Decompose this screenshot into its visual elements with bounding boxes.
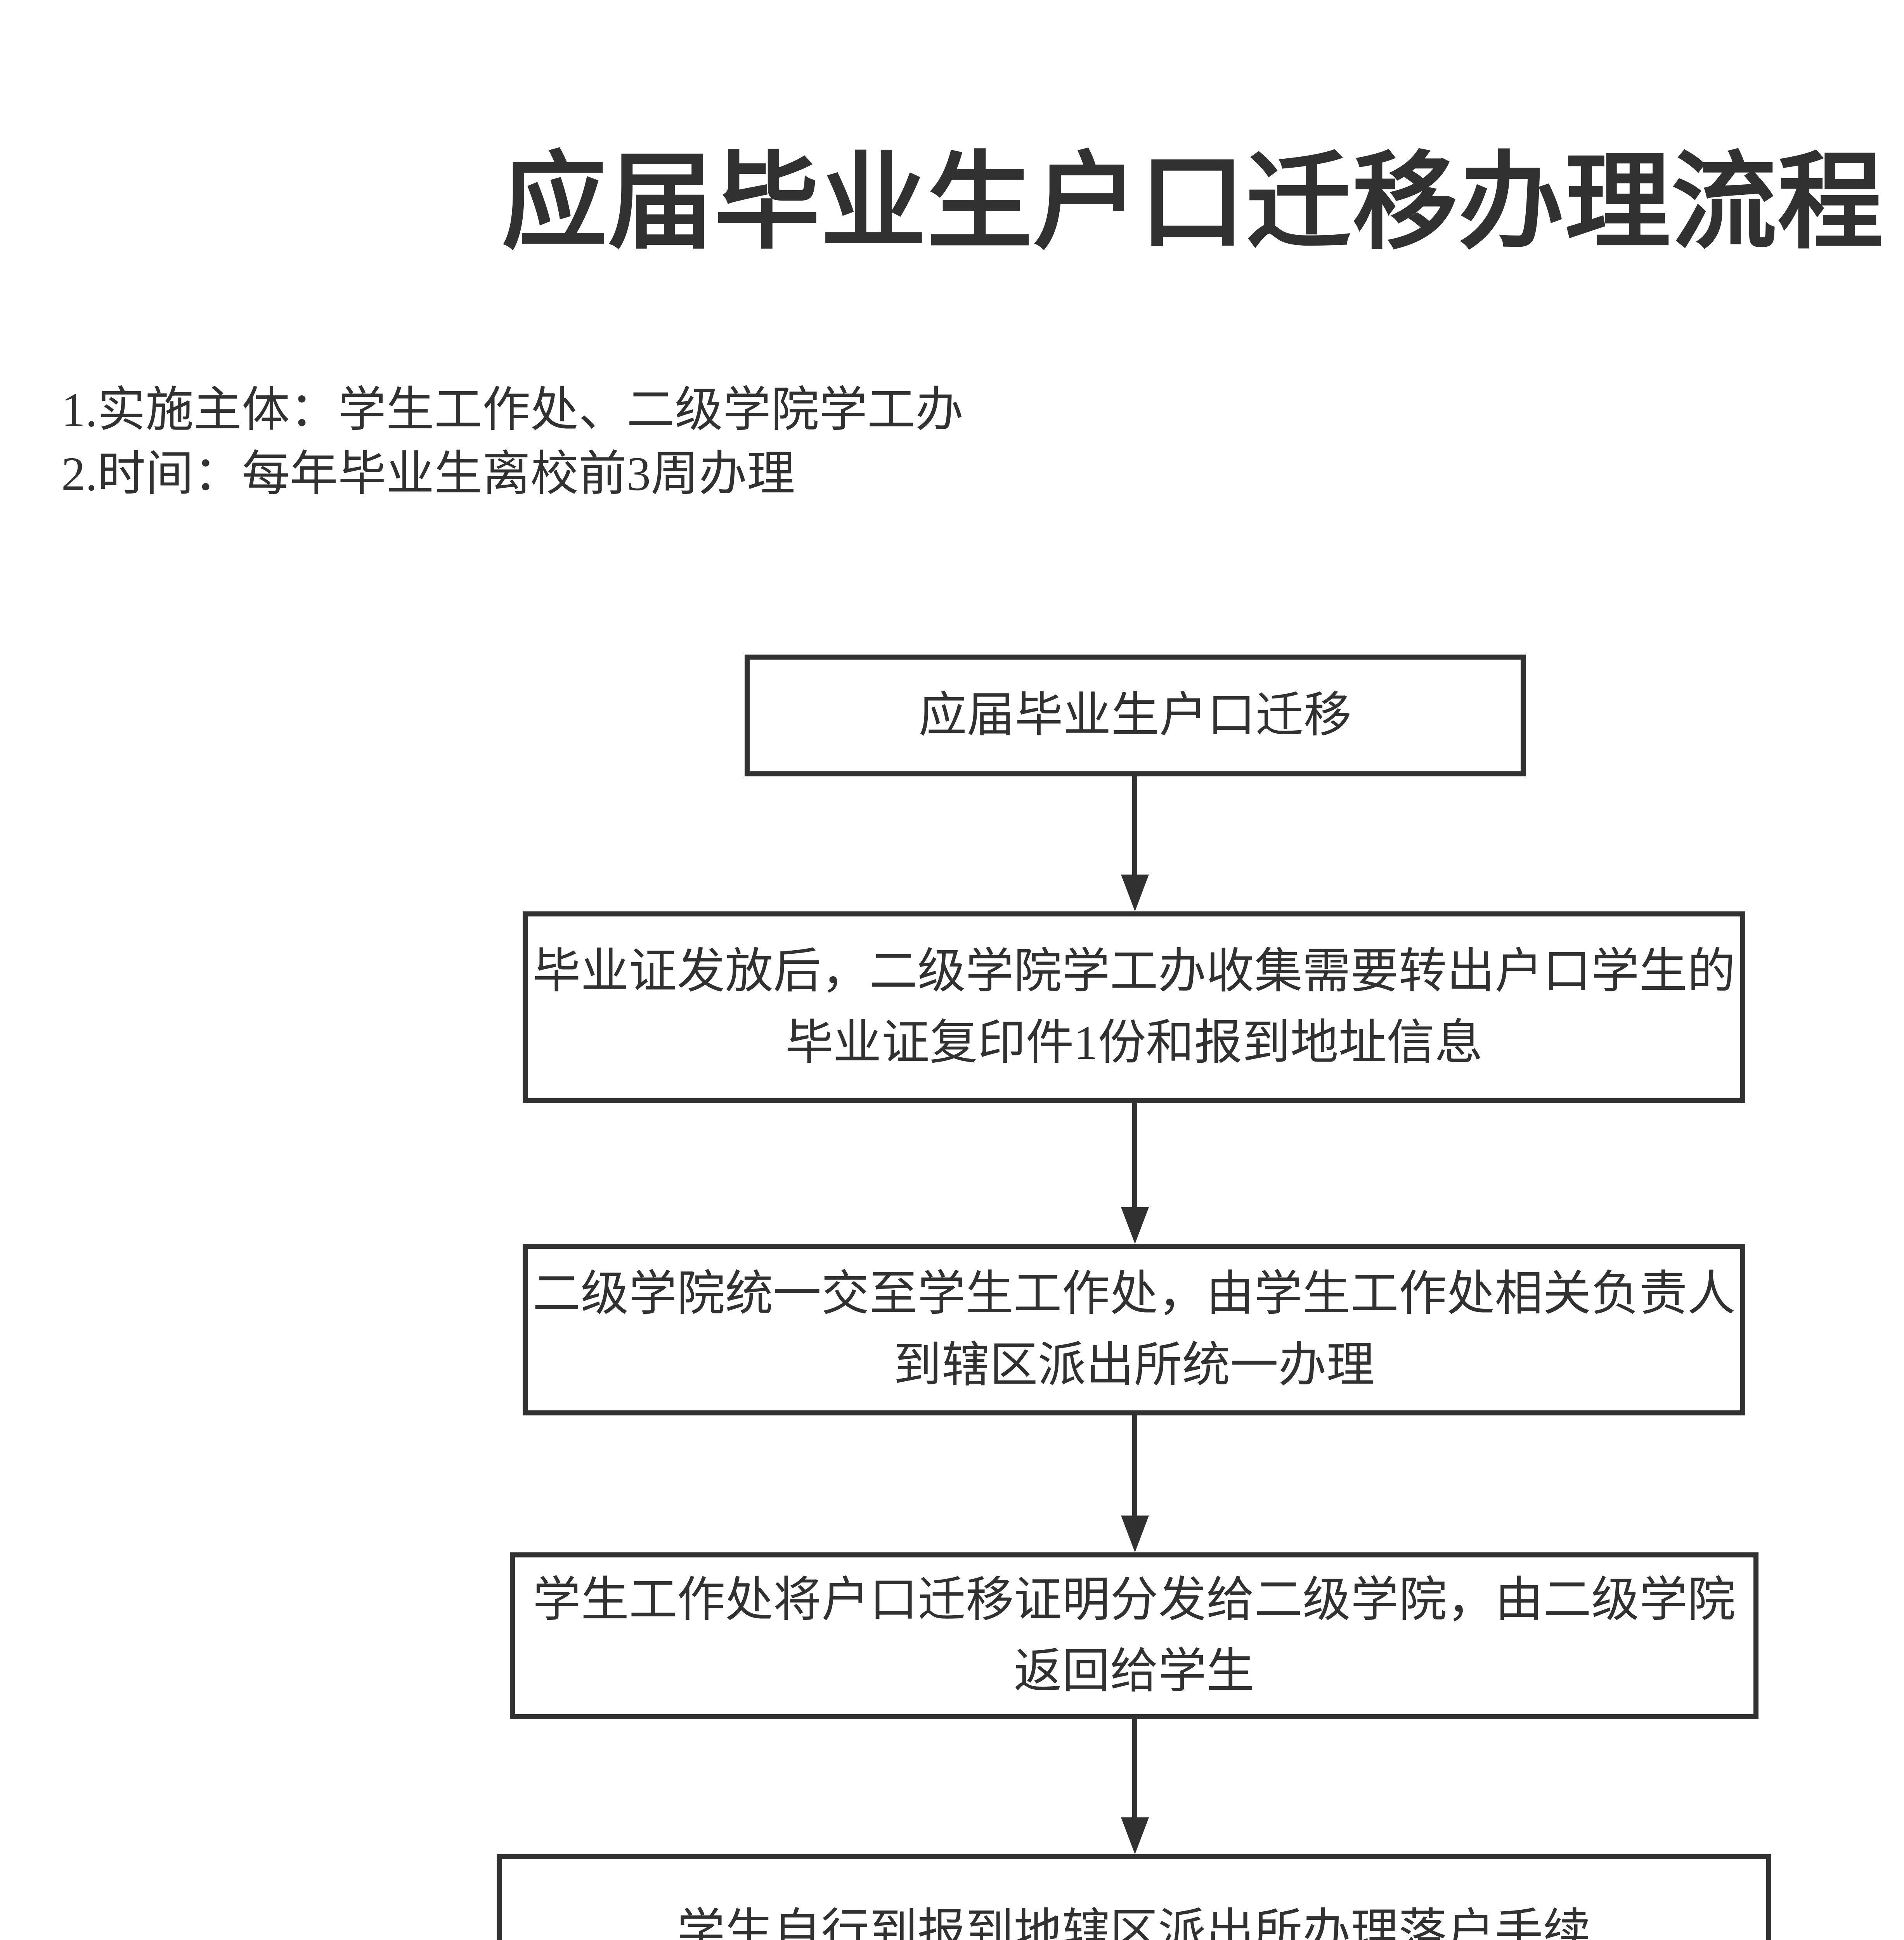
arrow-down-icon — [1121, 1817, 1149, 1854]
notes-block: 1.实施主体：学生工作处、二级学院学工办 2.时间：每年毕业生离校前3周办理 — [61, 378, 963, 506]
connector-line-1 — [1132, 776, 1137, 877]
flow-node-step2-label: 二级学院统一交至学生工作处，由学生工作处相关负责人到辖区派出所统一办理 — [532, 1267, 1736, 1392]
page-title: 应届毕业生户口迁移办理流程 — [502, 145, 1884, 262]
connector-line-4 — [1132, 1719, 1137, 1820]
flow-node-step1-label: 毕业证发放后，二级学院学工办收集需要转出户口学生的毕业证复印件1份和报到地址信息 — [532, 945, 1736, 1069]
flow-node-step3: 学生工作处将户口迁移证明分发给二级学院，由二级学院返回给学生 — [510, 1552, 1758, 1719]
flow-node-step3-label: 学生工作处将户口迁移证明分发给二级学院，由二级学院返回给学生 — [532, 1573, 1736, 1698]
connector-line-3 — [1132, 1415, 1137, 1518]
arrow-down-icon — [1121, 1516, 1149, 1552]
note-line-2: 2.时间：每年毕业生离校前3周办理 — [61, 447, 795, 501]
flow-node-start-label: 应届毕业生户口迁移 — [918, 689, 1352, 742]
connector-line-2 — [1132, 1103, 1137, 1209]
flow-node-end: 学生自行到报到地辖区派出所办理落户手续 — [497, 1854, 1771, 1940]
note-line-1: 1.实施主体：学生工作处、二级学院学工办 — [61, 383, 964, 436]
arrow-down-icon — [1121, 1207, 1149, 1244]
flow-node-step2: 二级学院统一交至学生工作处，由学生工作处相关负责人到辖区派出所统一办理 — [523, 1244, 1745, 1415]
flow-node-step1: 毕业证发放后，二级学院学工办收集需要转出户口学生的毕业证复印件1份和报到地址信息 — [523, 911, 1745, 1103]
arrow-down-icon — [1121, 875, 1149, 911]
flow-node-start: 应届毕业生户口迁移 — [745, 655, 1526, 776]
flow-node-end-label: 学生自行到报到地辖区派出所办理落户手续 — [677, 1905, 1591, 1940]
